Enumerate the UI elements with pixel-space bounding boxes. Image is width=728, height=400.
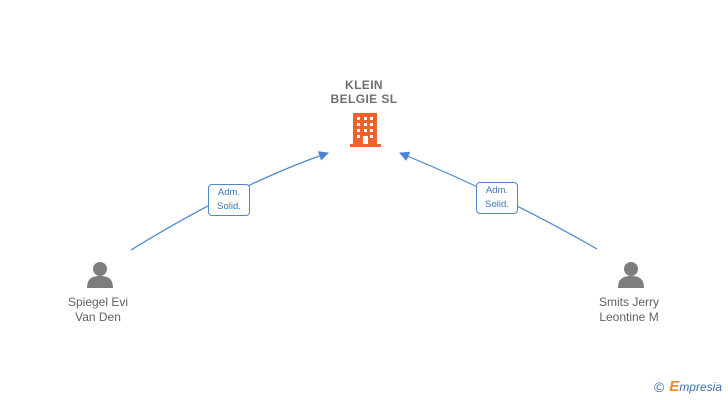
empresia-watermark: © E mpresia <box>654 378 722 395</box>
role-line: Adm. <box>217 187 241 198</box>
person-name-left[interactable]: Spiegel Evi Van Den <box>67 295 129 324</box>
person-name-right[interactable]: Smits Jerry Leontine M <box>599 295 659 324</box>
role-line: Solid. <box>217 201 241 212</box>
brand-text: mpresia <box>679 379 722 394</box>
brand-initial: E <box>669 378 680 395</box>
copyright-symbol: © <box>653 378 665 395</box>
role-badge-right[interactable]: Adm. Solid. <box>476 182 518 214</box>
person-icon[interactable] <box>87 262 113 288</box>
building-icon[interactable] <box>350 113 381 147</box>
role-line: Solid. <box>485 199 509 210</box>
company-name[interactable]: KLEIN BELGIE SL <box>330 78 398 106</box>
role-badge-left[interactable]: Adm. Solid. <box>208 184 250 216</box>
person-icon[interactable] <box>618 262 644 288</box>
role-line: Adm. <box>485 185 509 196</box>
